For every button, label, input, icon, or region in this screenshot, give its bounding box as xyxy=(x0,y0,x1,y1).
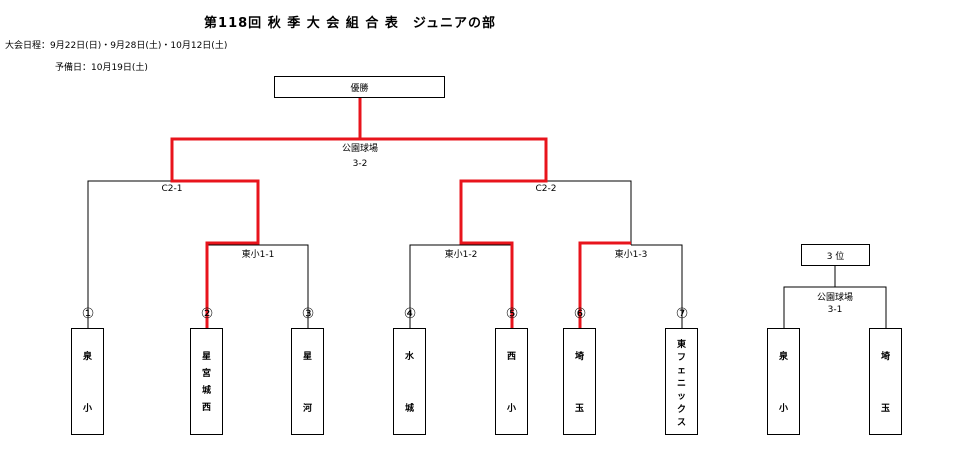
team-box: 泉 小 xyxy=(71,328,104,435)
seed-number: ③ xyxy=(301,306,315,322)
team-name-char: 玉 xyxy=(880,404,890,414)
team-name-char: 城 xyxy=(201,386,211,396)
third-place-team-box: 埼 玉 xyxy=(869,328,902,435)
team-name-char: 小 xyxy=(506,404,516,414)
reserve-date: 予備日：10月19日(土) xyxy=(55,63,148,73)
team-name-char: 水 xyxy=(404,352,414,362)
team-name-char: ス xyxy=(676,418,686,428)
team-name-char: 星 xyxy=(201,352,211,362)
third-place-score: 3-1 xyxy=(827,305,843,315)
seed-number: ④ xyxy=(403,306,417,322)
team-name-char: 西 xyxy=(506,352,516,362)
seed-number: ② xyxy=(200,306,214,322)
page-title: 第118回 秋 季 大 会 組 合 表 ジュニアの部 xyxy=(204,16,496,31)
third-place-label: 3 位 xyxy=(826,251,845,262)
team-name-char: 小 xyxy=(82,404,92,414)
seed-number: ⑦ xyxy=(675,306,689,322)
third-place-box: 3 位 xyxy=(801,244,870,266)
third-place-venue: 公園球場 xyxy=(816,293,854,303)
team-name-char: 西 xyxy=(201,403,211,413)
team-box: 東 フ ェ ニ ッ ク ス xyxy=(665,328,698,435)
team-name-char: 玉 xyxy=(574,404,584,414)
team-name-char: 河 xyxy=(302,404,312,414)
tournament-dates: 大会日程：9月22日(日)・9月28日(土)・10月12日(土) xyxy=(5,41,228,51)
team-box: 水 城 xyxy=(393,328,426,435)
team-box: 西 小 xyxy=(495,328,528,435)
champion-box: 優勝 xyxy=(274,76,445,98)
team-name-char: ク xyxy=(676,405,686,415)
match-1-2-label: 東小1-2 xyxy=(444,250,478,260)
team-name-char: 泉 xyxy=(778,352,788,362)
team-name-char: 埼 xyxy=(574,352,584,362)
team-name-char: 城 xyxy=(404,404,414,414)
third-place-team-box: 泉 小 xyxy=(767,328,800,435)
team-name-char: ッ xyxy=(676,392,686,402)
seed-number: ⑤ xyxy=(505,306,519,322)
final-score: 3-2 xyxy=(352,159,368,169)
final-venue: 公園球場 xyxy=(341,144,379,154)
team-box: 星 河 xyxy=(291,328,324,435)
champion-label: 優勝 xyxy=(350,83,369,94)
match-c2-1-label: C2-1 xyxy=(161,184,183,194)
match-1-1-label: 東小1-1 xyxy=(241,250,275,260)
team-name-char: 埼 xyxy=(880,352,890,362)
bracket-winner-path xyxy=(170,98,631,328)
match-c2-2-label: C2-2 xyxy=(535,184,557,194)
team-name-char: フ xyxy=(676,353,686,363)
team-name-char: 東 xyxy=(676,340,686,350)
team-name-char: 星 xyxy=(302,352,312,362)
team-name-char: ェ xyxy=(676,366,686,376)
match-1-3-label: 東小1-3 xyxy=(614,250,648,260)
team-name-char: 小 xyxy=(778,404,788,414)
team-name-char: 泉 xyxy=(82,352,92,362)
team-name-char: 宮 xyxy=(201,369,211,379)
team-box: 星 宮 城 西 xyxy=(190,328,223,435)
team-name-char: ニ xyxy=(676,379,686,389)
seed-number: ⑥ xyxy=(573,306,587,322)
seed-number: ① xyxy=(81,306,95,322)
team-box: 埼 玉 xyxy=(563,328,596,435)
